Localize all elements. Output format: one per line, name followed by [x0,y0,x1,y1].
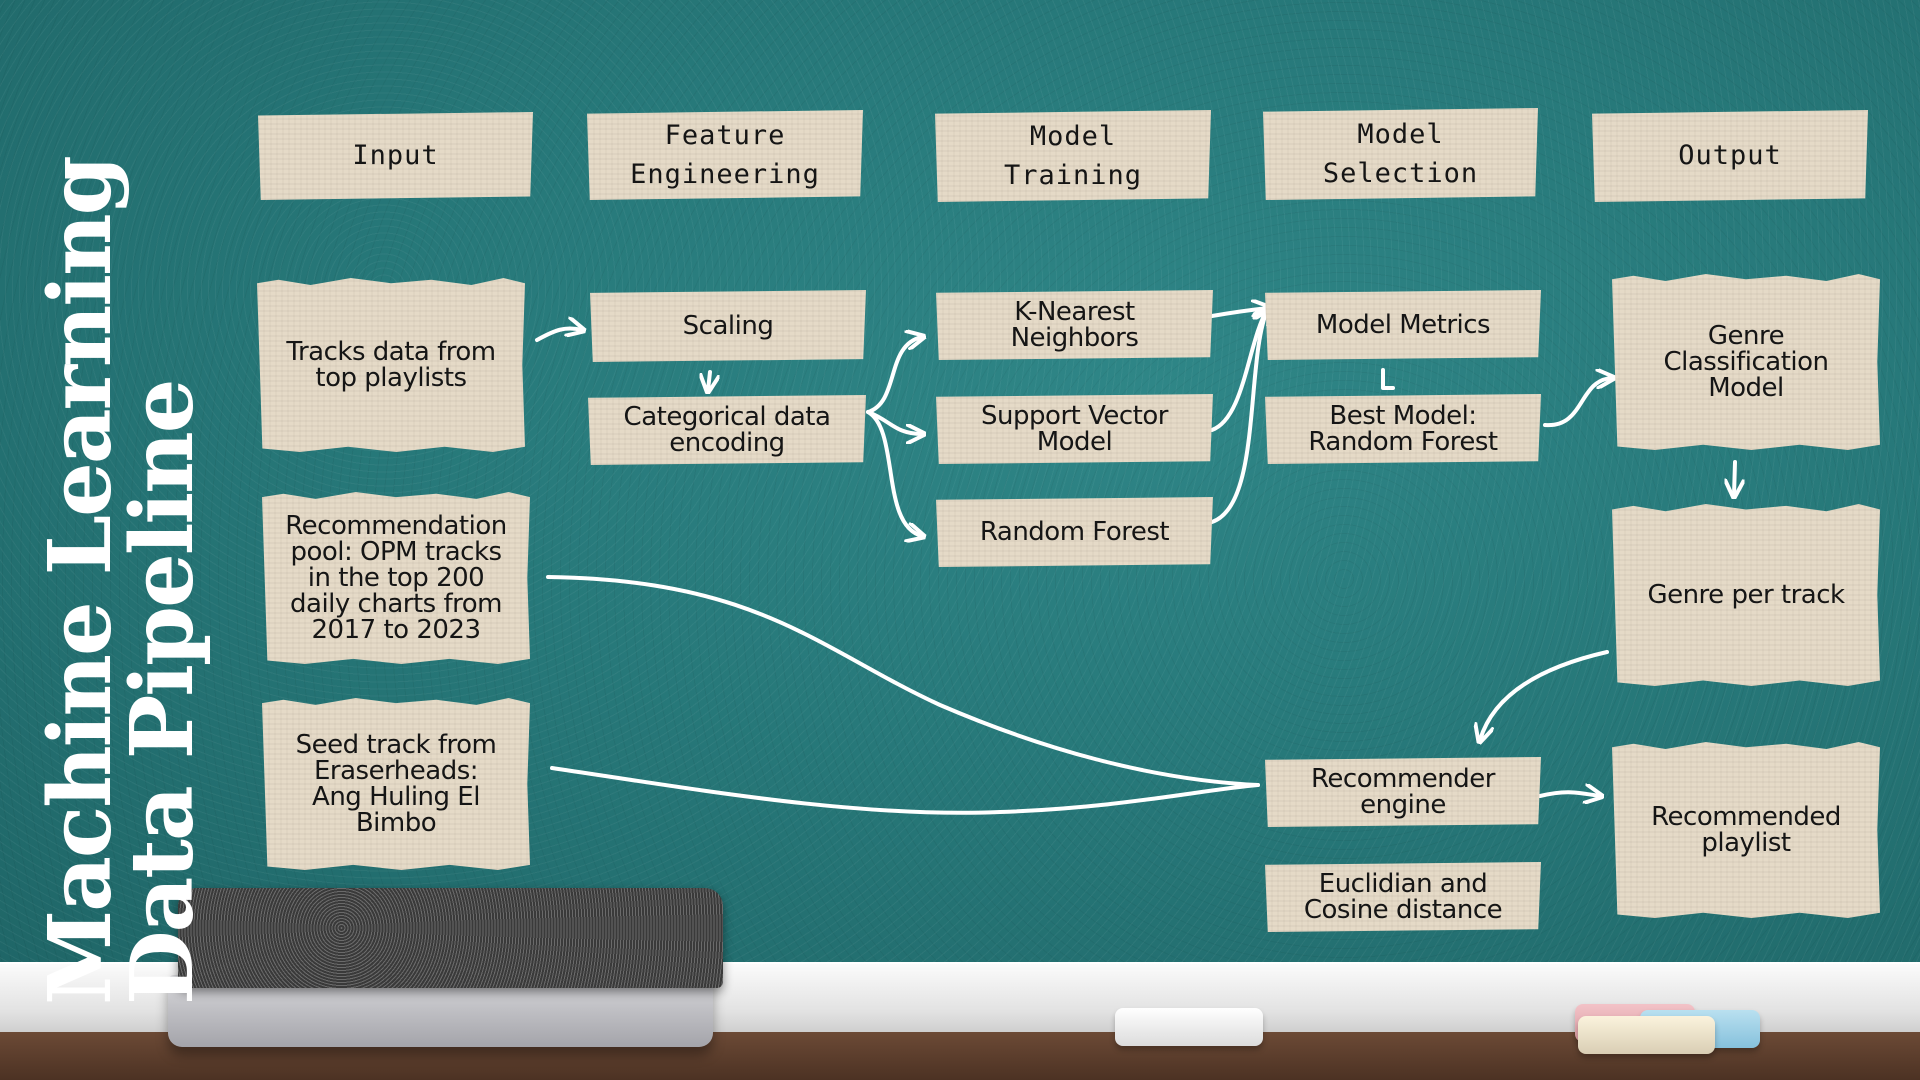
arrow-genre-model-to-genre-track [1734,460,1735,495]
encoding-line-1: Categorical data [623,402,831,432]
best-line-2: Random Forest [1308,427,1498,457]
engine-line-2: engine [1360,790,1446,820]
encoding-line-2: encoding [669,428,785,458]
card-recommendation-pool: Recommendation pool: OPM tracks in the t… [262,492,530,664]
tracks-line-2: top playlists [315,363,467,393]
card-scaling: Scaling [590,290,866,362]
svm-line-2: Model [1036,427,1113,457]
card-knn: K-Nearest Neighbors [936,290,1213,360]
card-tracks-data: Tracks data from top playlists [257,278,525,452]
scaling-label: Scaling [682,311,774,341]
seed-line-1: Seed track from [295,730,497,760]
card-distance-metric: Euclidian and Cosine distance [1265,862,1541,932]
seed-line-2: Eraserheads: [313,756,479,786]
metrics-label: Model Metrics [1315,310,1491,340]
card-random-forest: Random Forest [936,497,1213,567]
genre-model-line-1: Genre [1707,321,1785,351]
header-selection-line-1: Model [1357,118,1444,150]
genre-model-line-3: Model [1708,373,1784,403]
header-training-line-1: Model [1029,120,1117,152]
arrow-encoding-to-knn [866,337,922,414]
pipeline-title: Machine Learning Data Pipeline [0,0,240,1010]
arrow-best-to-genre-model [1543,378,1612,428]
pool-line-1: Recommendation [285,511,507,541]
title-line-2: Data Pipeline [112,380,213,1005]
card-seed-track: Seed track from Eraserheads: Ang Huling … [262,698,530,870]
playlist-line-1: Recommended [1651,802,1841,832]
pool-line-3: in the top 200 [307,563,485,593]
card-genre-classification-model: Genre Classification Model [1612,274,1880,450]
white-chalk [1115,1008,1263,1046]
header-output-label: Output [1678,140,1782,172]
arrow-engine-to-playlist [1538,792,1600,796]
header-feature-engineering: Feature Engineering [587,110,863,200]
arrow-knn-to-metrics [1210,308,1268,316]
cream-chalk [1578,1016,1715,1054]
card-recommender-engine: Recommender engine [1265,757,1541,827]
arrow-genre-track-to-engine [1480,650,1609,740]
card-categorical-encoding: Categorical data encoding [588,395,866,465]
seed-line-3: Ang Huling El [312,782,480,812]
distance-line-1: Euclidian and [1318,869,1488,899]
card-model-metrics: Model Metrics [1265,290,1541,360]
arrow-rf-to-metrics [1210,308,1268,524]
header-feature-line-1: Feature [664,119,786,151]
header-model-training: Model Training [935,110,1211,202]
knn-line-1: K-Nearest [1014,297,1135,327]
pool-line-4: daily charts from [290,589,502,619]
arrow-scaling-to-encoding [708,370,710,390]
tracks-line-1: Tracks data from [286,337,496,367]
header-selection-line-2: Selection [1322,158,1479,189]
arrow-encoding-to-rf [866,410,922,536]
header-feature-line-2: Engineering [630,159,820,190]
best-line-1: Best Model: [1329,401,1477,431]
genre-track-label: Genre per track [1647,580,1845,610]
header-input: Input [258,112,533,200]
playlist-line-2: playlist [1701,828,1791,858]
card-svm: Support Vector Model [936,394,1213,464]
knn-line-2: Neighbors [1010,323,1139,353]
line-pool-to-engine [546,575,1260,787]
svm-line-1: Support Vector [981,401,1168,431]
line-seed-to-engine [550,766,1260,815]
header-input-label: Input [352,140,439,172]
genre-model-line-2: Classification [1663,347,1829,377]
header-training-line-2: Training [1003,160,1143,191]
header-model-selection: Model Selection [1263,108,1538,200]
arrow-metrics-to-best [1381,368,1395,390]
rf-label: Random Forest [979,517,1170,547]
card-genre-per-track: Genre per track [1612,504,1880,686]
arrow-svm-to-metrics [1210,308,1268,432]
arrow-tracks-to-scaling [535,328,582,342]
seed-line-4: Bimbo [355,808,437,838]
card-recommended-playlist: Recommended playlist [1612,742,1880,918]
eraser-felt [178,888,723,988]
distance-line-2: Cosine distance [1303,895,1503,925]
header-output: Output [1592,110,1868,202]
engine-line-1: Recommender [1311,764,1495,794]
pool-line-2: pool: OPM tracks [290,537,502,567]
card-best-model: Best Model: Random Forest [1265,394,1541,464]
pool-line-5: 2017 to 2023 [311,615,481,645]
